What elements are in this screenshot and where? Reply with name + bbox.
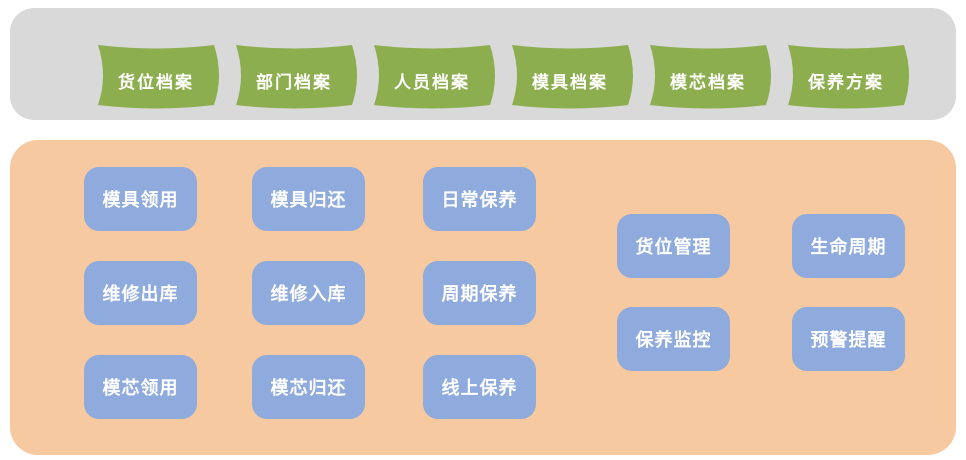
wave-banner-shape [98, 45, 219, 109]
tab-label: 部门档案 [256, 72, 332, 92]
archive-tab-bar: 货位档案 部门档案 人员档案 模具档案 模芯档案 [10, 8, 956, 120]
button-periodic-maintenance[interactable]: 周期保养 [423, 261, 536, 325]
tab-label: 保养方案 [808, 72, 884, 92]
button-mold-core-return[interactable]: 模芯归还 [252, 355, 365, 419]
tab-label: 人员档案 [394, 72, 470, 92]
button-location-management[interactable]: 货位管理 [617, 214, 730, 278]
tab-mold-archive[interactable]: 模具档案 [507, 42, 639, 112]
tab-personnel-archive[interactable]: 人员档案 [369, 42, 501, 112]
button-mold-requisition[interactable]: 模具领用 [84, 167, 197, 231]
tab-department-archive[interactable]: 部门档案 [231, 42, 363, 112]
tab-mold-core-archive[interactable]: 模芯档案 [645, 42, 777, 112]
wave-banner-shape [512, 45, 633, 109]
tab-maintenance-plan[interactable]: 保养方案 [783, 42, 915, 112]
button-repair-inbound[interactable]: 维修入库 [252, 261, 365, 325]
button-mold-core-requisition[interactable]: 模芯领用 [84, 355, 197, 419]
tab-label: 货位档案 [118, 72, 194, 92]
button-mold-return[interactable]: 模具归还 [252, 167, 365, 231]
button-repair-outbound[interactable]: 维修出库 [84, 261, 197, 325]
button-life-cycle[interactable]: 生命周期 [792, 214, 905, 278]
button-warning-reminder[interactable]: 预警提醒 [792, 307, 905, 371]
tab-label: 模具档案 [532, 72, 608, 92]
wave-banner-shape [788, 45, 909, 109]
tab-label: 模芯档案 [670, 72, 746, 92]
tab-location-archive[interactable]: 货位档案 [93, 42, 225, 112]
button-online-maintenance[interactable]: 线上保养 [423, 355, 536, 419]
wave-banner-shape [374, 45, 495, 109]
button-daily-maintenance[interactable]: 日常保养 [423, 167, 536, 231]
wave-banner-shape [650, 45, 771, 109]
button-maintenance-monitoring[interactable]: 保养监控 [617, 307, 730, 371]
wave-banner-shape [236, 45, 357, 109]
